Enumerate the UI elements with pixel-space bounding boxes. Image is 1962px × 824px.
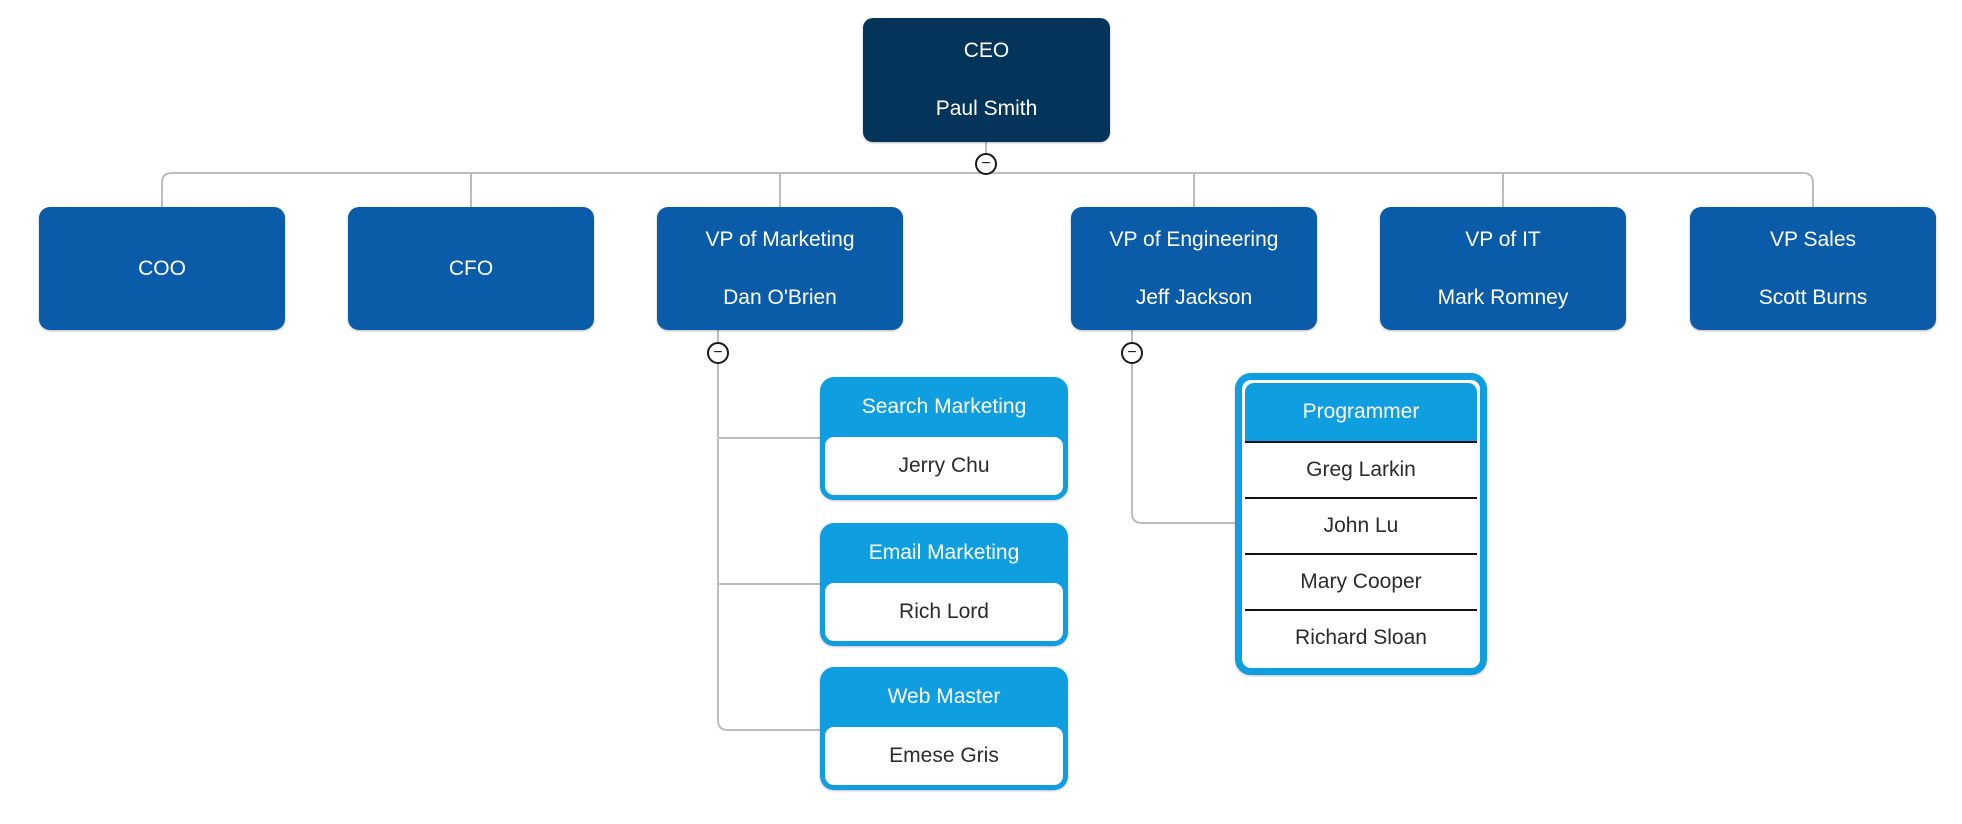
node-title: Search Marketing xyxy=(861,395,1027,418)
node-person: Rich Lord xyxy=(825,583,1063,641)
node-person: Jeff Jackson xyxy=(1135,285,1253,309)
org-node-search-marketing[interactable]: Search Marketing Jerry Chu xyxy=(820,377,1068,500)
collapse-button-engineering[interactable]: − xyxy=(1121,342,1143,364)
node-title: VP of IT xyxy=(1465,227,1541,251)
node-person: Emese Gris xyxy=(825,727,1063,785)
member-row[interactable]: Richard Sloan xyxy=(1245,609,1477,665)
collapse-button-ceo[interactable]: − xyxy=(975,153,997,175)
org-node-web-master[interactable]: Web Master Emese Gris xyxy=(820,667,1068,790)
node-person: Paul Smith xyxy=(935,97,1038,120)
org-node-vp-it[interactable]: VP of IT Mark Romney xyxy=(1380,207,1626,330)
node-person: Scott Burns xyxy=(1758,285,1868,309)
node-title: Programmer xyxy=(1245,383,1477,441)
org-node-email-marketing[interactable]: Email Marketing Rich Lord xyxy=(820,523,1068,646)
node-title: VP of Engineering xyxy=(1109,227,1279,251)
node-title: Web Master xyxy=(887,685,1001,708)
member-row[interactable]: Greg Larkin xyxy=(1245,441,1477,497)
node-title: VP Sales xyxy=(1770,227,1856,251)
node-title: Email Marketing xyxy=(868,541,1020,564)
connector-top-rail xyxy=(161,172,1814,207)
collapse-button-marketing[interactable]: − xyxy=(707,342,729,364)
node-title: VP of Marketing xyxy=(705,227,855,251)
node-title: CFO xyxy=(448,256,494,280)
connector-engineering-spine xyxy=(1131,330,1235,524)
programmer-group-list: Programmer Greg Larkin John Lu Mary Coop… xyxy=(1245,383,1477,665)
member-row[interactable]: John Lu xyxy=(1245,497,1477,553)
org-node-ceo[interactable]: CEO Paul Smith xyxy=(863,18,1110,142)
member-row[interactable]: Mary Cooper xyxy=(1245,553,1477,609)
connector-marketing-spine xyxy=(717,330,820,731)
org-node-cfo[interactable]: CFO xyxy=(348,207,594,330)
org-node-vp-marketing[interactable]: VP of Marketing Dan O'Brien xyxy=(657,207,903,330)
node-person: Dan O'Brien xyxy=(723,285,837,309)
node-person: Jerry Chu xyxy=(825,437,1063,495)
node-title: CEO xyxy=(963,39,1010,62)
org-node-vp-sales[interactable]: VP Sales Scott Burns xyxy=(1690,207,1936,330)
org-node-coo[interactable]: COO xyxy=(39,207,285,330)
node-person: Mark Romney xyxy=(1437,285,1569,309)
org-node-vp-engineering[interactable]: VP of Engineering Jeff Jackson xyxy=(1071,207,1317,330)
node-title: COO xyxy=(138,256,186,280)
org-node-programmer-group[interactable]: Programmer Greg Larkin John Lu Mary Coop… xyxy=(1235,373,1487,675)
